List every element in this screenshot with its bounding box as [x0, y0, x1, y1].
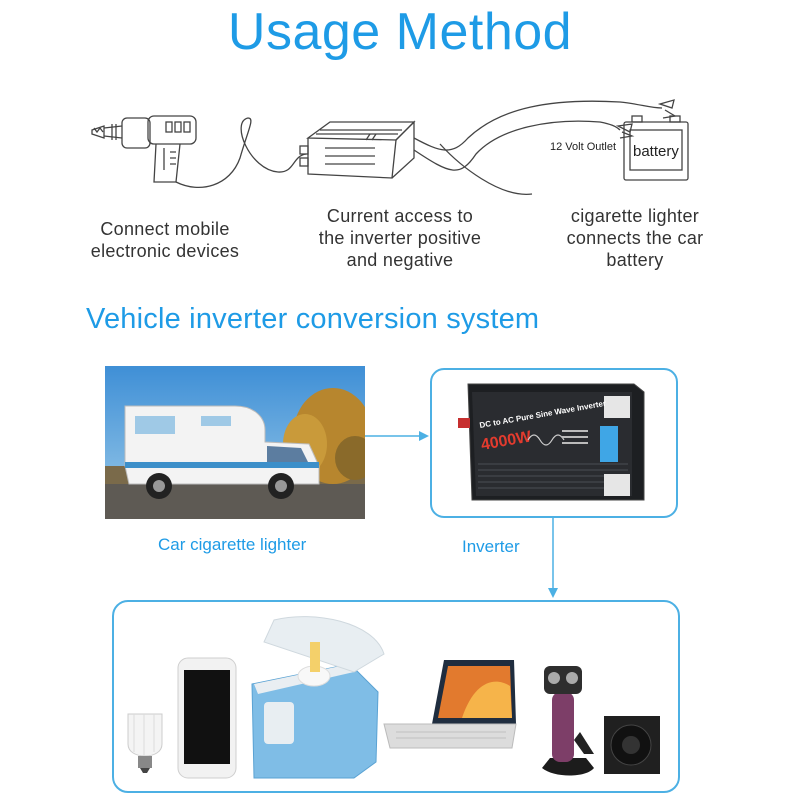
- inverter-device-image: DC to AC Pure Sine Wave Inverter 4000W: [458, 383, 645, 501]
- devices-group: [127, 616, 660, 779]
- outlet-label: 12 Volt Outlet: [550, 141, 616, 153]
- caption-line: connects the car: [566, 228, 704, 248]
- rv-vehicle-photo: [105, 366, 365, 519]
- system-title: Vehicle inverter conversion system: [86, 303, 540, 335]
- battery-label: battery: [633, 143, 679, 160]
- arrow-right-icon: [365, 431, 429, 441]
- car-cooler-icon: [251, 616, 385, 779]
- caption-line: electronic devices: [90, 241, 240, 261]
- inverter-caption: Inverter: [462, 537, 520, 556]
- step-caption-inverter: Current access to the inverter positive …: [295, 205, 505, 271]
- arrow-down-icon: [548, 518, 558, 598]
- step-caption-battery: cigarette lighter connects the car batte…: [538, 205, 732, 271]
- usage-wiring-diagram: 12 Volt Outlet battery: [91, 99, 689, 195]
- caption-line: battery: [606, 250, 664, 270]
- smartphone-icon: [177, 657, 237, 779]
- caption-line: Connect mobile: [100, 219, 230, 239]
- caption-line: the inverter positive: [318, 228, 482, 248]
- caption-line: Current access to: [326, 206, 474, 226]
- electric-shaver-icon: [542, 666, 594, 776]
- laptop-icon: [383, 660, 517, 749]
- inverter-sketch-icon: [299, 120, 416, 179]
- led-bulb-icon: [127, 713, 163, 773]
- inverter-frame: DC to AC Pure Sine Wave Inverter 4000W: [430, 368, 678, 518]
- caption-line: cigarette lighter: [570, 206, 700, 226]
- source-caption: Car cigarette lighter: [158, 535, 307, 554]
- devices-frame: [112, 600, 680, 793]
- car-battery-icon: [623, 115, 689, 181]
- step-caption-devices: Connect mobile electronic devices: [70, 218, 260, 262]
- caption-line: and negative: [346, 250, 454, 270]
- subwoofer-speaker-icon: [604, 716, 660, 774]
- power-drill-icon: [91, 115, 197, 183]
- page-title: Usage Method: [227, 3, 573, 61]
